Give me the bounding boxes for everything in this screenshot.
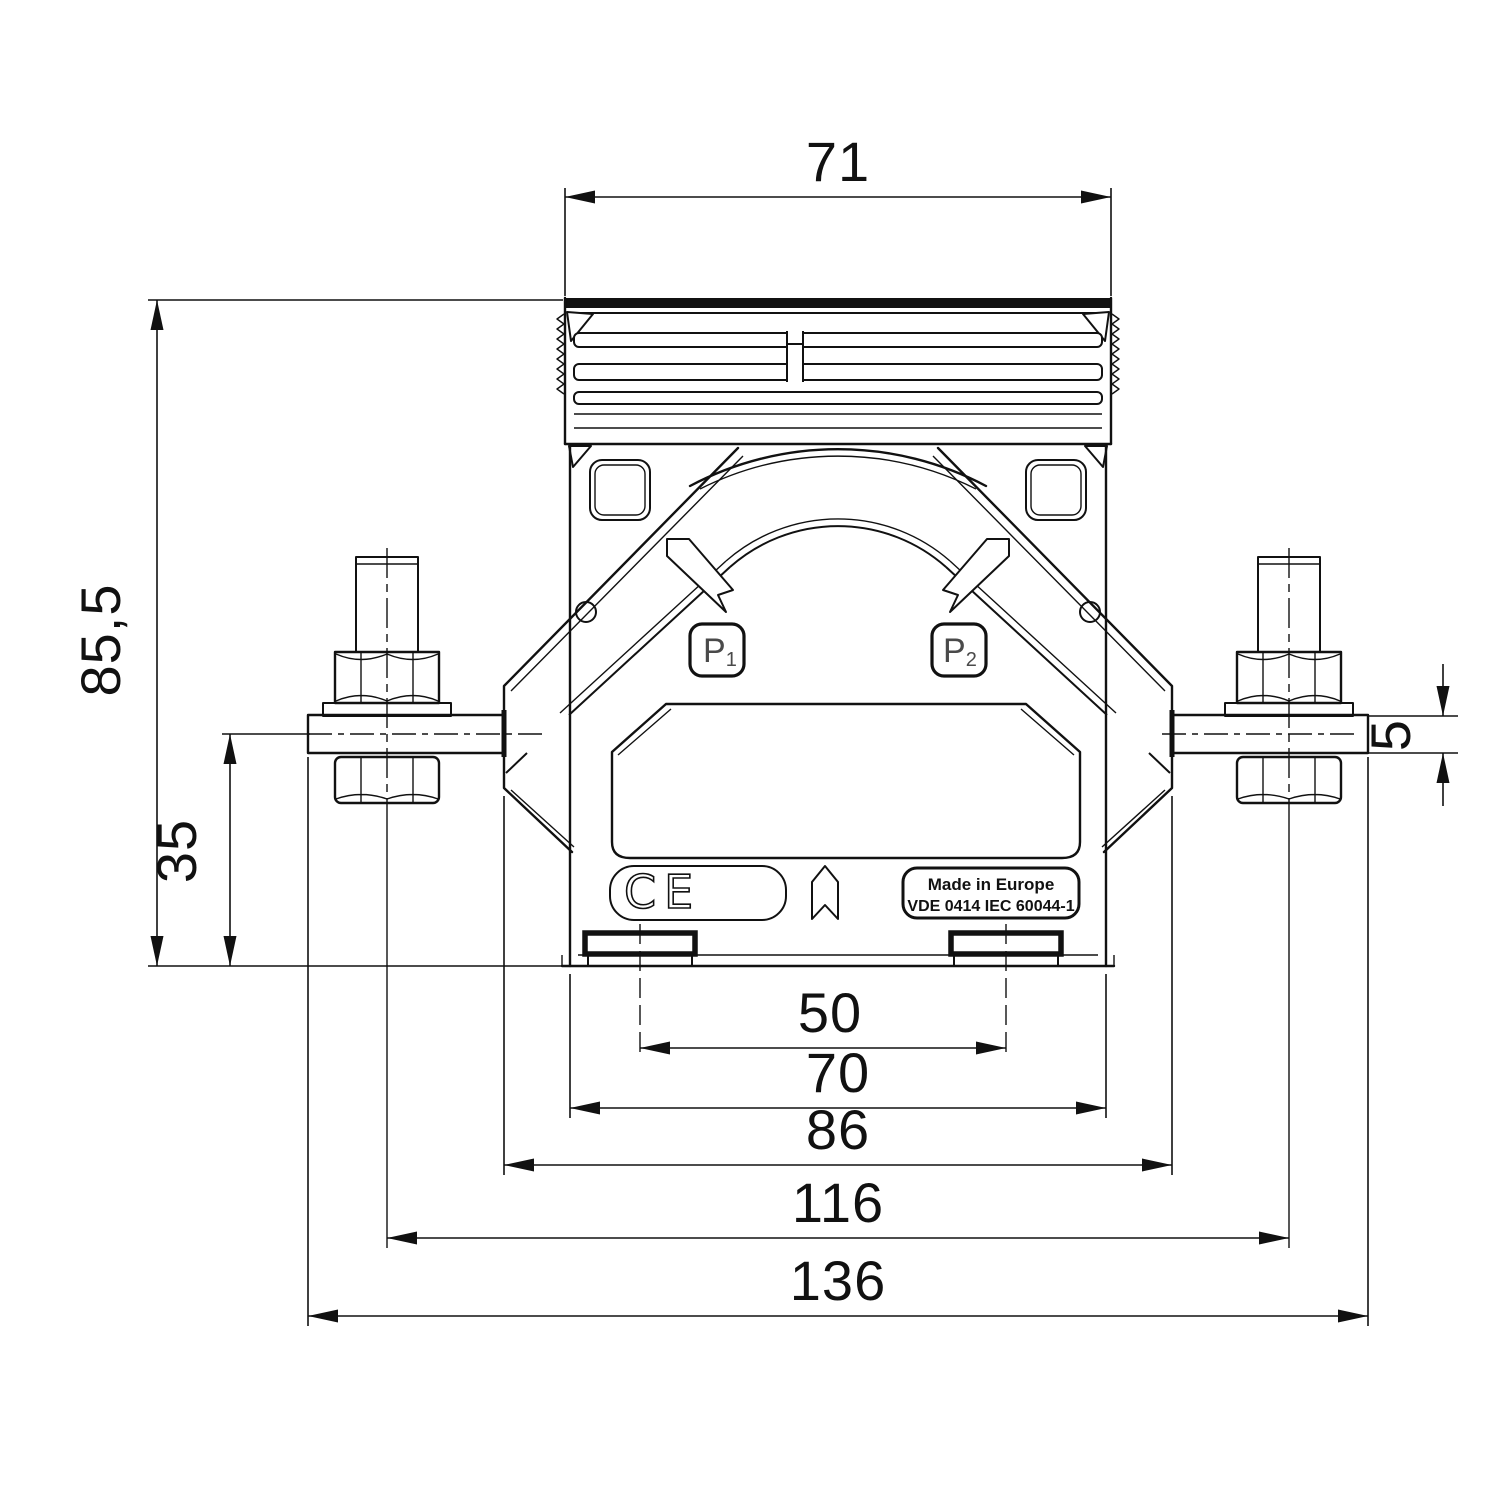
wing-right-bevel-lines: [932, 455, 1166, 848]
cover-rib: [573, 391, 1103, 405]
made-in-text: Made in Europe: [928, 875, 1055, 894]
cover-lower-lines: [574, 413, 1102, 429]
p2-label: P2: [943, 632, 977, 671]
dim-busbar-length-value: 136: [790, 1249, 886, 1312]
polarity-ribbon-right-icon: [942, 538, 1010, 613]
up-arrow-icon: [811, 865, 839, 920]
bolt-left-nut-facets: [335, 652, 439, 703]
cover-notch: [786, 331, 804, 382]
primary-bolt-right: [1224, 548, 1354, 1248]
body-side-edges: [568, 444, 1108, 968]
cover-fang-left: [568, 445, 592, 468]
foot-right: [948, 924, 1064, 1058]
bolt-left-lower-nut-facets: [335, 757, 439, 803]
polarity-ribbon-left-icon: [666, 538, 734, 613]
cover-rib: [573, 332, 1103, 348]
ce-mark-text: CE: [624, 865, 701, 919]
busbar-left: [306, 713, 545, 755]
dim-foot-spacing-value: 50: [798, 981, 862, 1044]
dim-terminal-spacing: 116: [387, 1171, 1289, 1245]
arch-inner-arc-bevel: [725, 518, 951, 562]
dim-busbar-axis-height-value: 35: [145, 819, 208, 883]
cover-fang-right: [1084, 445, 1108, 468]
edge-pin-right: [1079, 601, 1101, 623]
cover-corner-bevel-left: [566, 311, 594, 342]
p1-label: P1: [703, 632, 737, 671]
face-hole-left-inner: [594, 464, 646, 516]
ce-label-plate: [609, 865, 787, 921]
wing-left-bevel-lines: [510, 455, 744, 848]
cover-rib: [573, 363, 1103, 381]
dim-overall-height: 85,5: [69, 299, 563, 967]
p1-marker: P1: [688, 622, 746, 678]
window-opening: [610, 702, 1082, 860]
terminal-cover: [556, 296, 1120, 468]
bolt-right-lower-nut-facets: [1237, 757, 1341, 803]
face-hole-right: [1025, 459, 1087, 521]
cover-serration-right: [1111, 313, 1120, 395]
dim-top-width-value: 71: [806, 130, 870, 193]
made-in-europe-label: Made in Europe VDE 0414 IEC 60044-1: [901, 866, 1081, 920]
cover-corner-bevel-right: [1082, 311, 1110, 342]
arch-left-tangent: [505, 566, 731, 774]
dim-busbar-axis-height: 35: [145, 733, 310, 966]
bolt-right-nut-facets: [1237, 652, 1341, 703]
dim-overall-height-value: 85,5: [69, 584, 132, 697]
ce-label: CE: [609, 864, 787, 921]
dim-busbar-thickness: 5: [1359, 664, 1458, 806]
dim-busbar-length: 136: [307, 757, 1369, 1326]
arch-right-tangent: [945, 566, 1171, 774]
primary-bolt-left: [322, 548, 452, 1248]
foot-left: [582, 924, 698, 1058]
arch-outer-arc-bevel: [699, 455, 977, 490]
cover-notch-fill: [787, 330, 803, 382]
cover-serration-left: [556, 313, 565, 395]
dim-top-width: 71: [564, 130, 1112, 296]
arch-inner-arc: [729, 525, 947, 568]
dim-body-width-value: 70: [806, 1041, 870, 1104]
dim-terminal-spacing-value: 116: [792, 1171, 884, 1234]
standard-text: VDE 0414 IEC 60044-1: [907, 898, 1074, 915]
arch-outer-arc: [688, 448, 988, 488]
dim-foot-spacing: 50: [640, 981, 1006, 1055]
cover-top-band: [565, 298, 1111, 308]
p2-marker: P2: [930, 622, 988, 678]
dim-base-width: 86: [503, 796, 1173, 1175]
dim-base-width-value: 86: [806, 1098, 870, 1161]
face-hole-left: [589, 459, 651, 521]
window-chamfer-bevels: [617, 708, 1075, 756]
busbar-right: [1162, 713, 1370, 755]
cover-side-edges: [563, 296, 1113, 446]
edge-pin-left: [575, 601, 597, 623]
dim-body-width: 70: [569, 974, 1107, 1118]
face-hole-right-inner: [1030, 464, 1082, 516]
dim-busbar-thickness-value: 5: [1359, 719, 1422, 751]
